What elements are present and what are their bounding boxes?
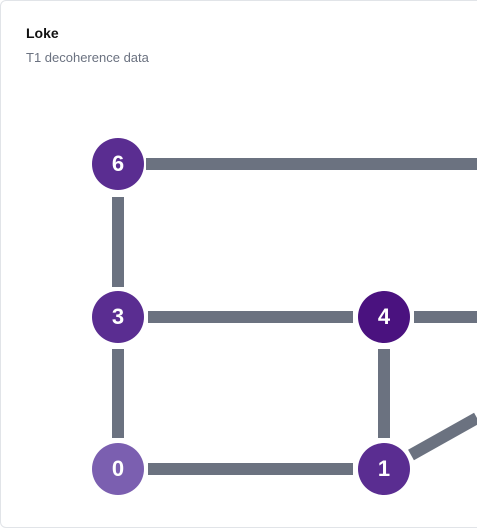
device-subtitle: T1 decoherence data	[26, 50, 149, 65]
qubit-label: 4	[378, 304, 391, 329]
qubit-label: 0	[112, 456, 124, 481]
qubit-nodes: 0 1 3 4 6	[92, 138, 410, 495]
qubit-node-3[interactable]: 3	[92, 291, 144, 343]
device-title: Loke	[26, 25, 59, 41]
qubit-label: 6	[112, 151, 124, 176]
qubit-circle[interactable]	[358, 291, 410, 343]
qubit-node-4[interactable]: 4	[358, 291, 410, 343]
edge-1-right	[408, 412, 477, 461]
qubit-node-0[interactable]: 0	[92, 443, 144, 495]
qubit-node-6[interactable]: 6	[92, 138, 144, 190]
qubit-node-1[interactable]: 1	[358, 443, 410, 495]
qubit-circle[interactable]	[92, 443, 144, 495]
qubit-circle[interactable]	[92, 291, 144, 343]
qubit-circle[interactable]	[92, 138, 144, 190]
qubit-circle[interactable]	[358, 443, 410, 495]
qubit-label: 1	[378, 456, 390, 481]
qubit-label: 3	[112, 304, 124, 329]
coupling-edges	[112, 158, 477, 475]
